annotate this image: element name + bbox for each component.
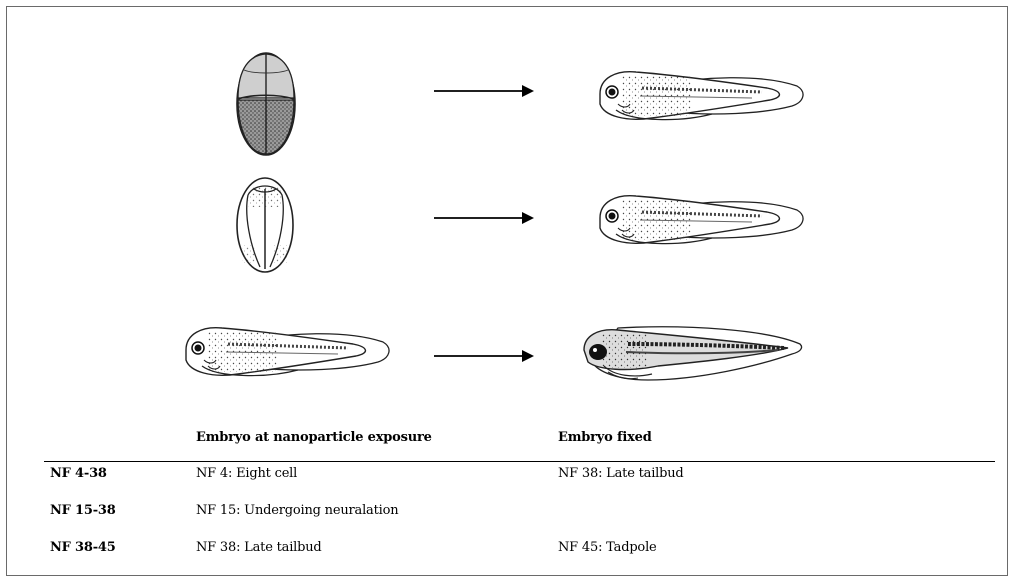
table-divider (44, 461, 995, 462)
exposure-stage: NF 4: Eight cell (196, 466, 297, 481)
exposure-stage: NF 38: Late tailbud (196, 540, 322, 555)
header-fixed: Embryo fixed (558, 430, 652, 445)
tailbud-embryo-icon (592, 64, 807, 126)
arrow-icon (434, 211, 534, 225)
header-exposure: Embryo at nanoparticle exposure (196, 430, 432, 445)
eight-cell-embryo-icon (234, 50, 298, 158)
neurula-embryo-icon (234, 175, 296, 275)
tadpole-icon (578, 322, 808, 384)
tailbud-embryo-icon (592, 188, 807, 250)
tailbud-embryo-icon (178, 320, 393, 382)
row-label: NF 15-38 (50, 503, 116, 518)
row-label: NF 38-45 (50, 540, 116, 555)
fixed-stage: NF 45: Tadpole (558, 540, 657, 555)
exposure-stage: NF 15: Undergoing neuralation (196, 503, 398, 518)
fixed-stage: NF 38: Late tailbud (558, 466, 684, 481)
arrow-icon (434, 349, 534, 363)
row-label: NF 4-38 (50, 466, 107, 481)
arrow-icon (434, 84, 534, 98)
